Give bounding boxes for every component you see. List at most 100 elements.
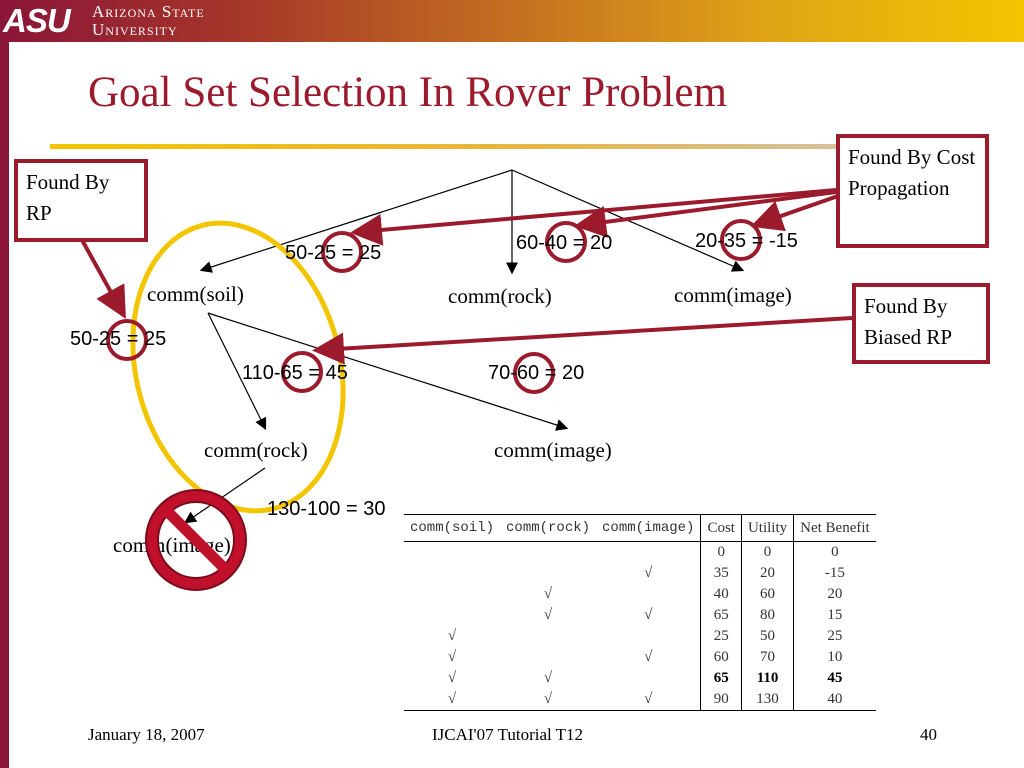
node-soil-image: comm(image) — [494, 438, 612, 462]
node-comm-rock: comm(rock) — [448, 284, 552, 308]
value-rock: 60-40 = 20 — [516, 232, 613, 254]
value-cell: 35 — [700, 563, 742, 584]
value-cell: 40 — [700, 584, 742, 605]
page-number: 40 — [920, 725, 937, 744]
value-cell: 20 — [740, 563, 794, 584]
value-cell: 65 — [700, 605, 742, 626]
value-soil-rock: 110-65 = 45 — [242, 362, 348, 384]
value-cell: 0 — [740, 541, 794, 563]
node-comm-soil: comm(soil) — [147, 282, 244, 306]
title-underline — [50, 144, 850, 149]
table-header-row: comm(soil) comm(rock) comm(image) Cost U… — [404, 514, 876, 542]
goal-check-cell: √ — [543, 586, 553, 602]
value-cell: 25 — [700, 626, 742, 647]
goal-check-cell: √ — [543, 607, 553, 623]
highlight-circle — [513, 352, 555, 394]
value-cell: 25 — [793, 626, 876, 647]
goal-check-cell: √ — [447, 649, 457, 665]
goal-check-cell: √ — [644, 565, 653, 581]
left-accent-bar — [0, 42, 9, 768]
arrow-cost-2 — [574, 190, 837, 238]
edge-soil-rock — [207, 312, 267, 431]
goal-check-cell — [500, 563, 596, 584]
goal-check-cell — [500, 542, 596, 564]
asu-logo: ASU — [3, 2, 71, 39]
col-header: Net Benefit — [793, 514, 876, 542]
value-cell: 110 — [740, 668, 794, 689]
footer-date: January 18, 2007 — [88, 725, 205, 744]
value-soil: 50-25 = 25 — [285, 242, 382, 264]
goal-set-table: comm(soil) comm(rock) comm(image) Cost U… — [404, 514, 876, 711]
col-header: comm(image) — [596, 514, 701, 542]
value-cell: 60 — [740, 584, 794, 605]
value-cell: 0 — [700, 541, 742, 563]
goal-check-cell — [404, 584, 500, 605]
goal-check-cell: √ — [500, 689, 597, 711]
goal-check-cell: √ — [543, 670, 553, 686]
value-soil-rp: 50-25 = 25 — [70, 328, 167, 350]
arrow-cost-3 — [750, 194, 839, 232]
value-cell: 50 — [740, 626, 794, 647]
value-cell: 40 — [793, 689, 876, 711]
node-comm-image: comm(image) — [674, 283, 792, 307]
value-cell: 0 — [793, 541, 876, 563]
goal-check-cell: √ — [447, 628, 457, 644]
col-header: Cost — [700, 514, 742, 542]
callout-found-by-cost-propagation: Found By Cost Propagation — [836, 134, 989, 248]
highlight-circle — [106, 319, 148, 361]
highlight-circle — [545, 221, 587, 263]
goal-check-cell — [596, 542, 701, 564]
value-cell: 20 — [793, 584, 876, 605]
highlight-circle — [720, 219, 762, 261]
goal-check-cell — [404, 605, 500, 626]
col-header: Utility — [740, 514, 794, 542]
header-bar — [0, 0, 1024, 42]
university-line-1: Arizona State — [92, 2, 205, 21]
footer-title: IJCAI'07 Tutorial T12 — [432, 725, 584, 744]
arrow-biased-rp — [312, 316, 853, 365]
value-cell: -15 — [793, 563, 876, 584]
goal-check-cell — [404, 563, 500, 584]
value-cell: 80 — [740, 605, 794, 626]
value-cell: 45 — [793, 668, 876, 689]
callout-found-by-biased-rp: Found By Biased RP — [852, 283, 990, 364]
node-soil-rock: comm(rock) — [204, 438, 308, 462]
value-cell: 70 — [740, 647, 794, 668]
goal-check-cell — [500, 647, 596, 668]
col-header: comm(soil) — [404, 514, 501, 542]
goal-check-cell: √ — [644, 649, 653, 665]
goal-check-cell — [596, 584, 701, 605]
goal-check-cell — [596, 626, 701, 647]
value-soil-image: 70-60 = 20 — [488, 362, 585, 384]
goal-check-cell: √ — [644, 607, 653, 623]
value-image: 20-35 = -15 — [695, 230, 798, 252]
value-cell: 15 — [793, 605, 876, 626]
goal-check-cell: √ — [596, 689, 701, 711]
goal-check-cell: √ — [404, 689, 501, 711]
edge-rock-image — [184, 467, 266, 524]
edge-soil-image — [207, 312, 569, 431]
value-soil-rock-image: 130-100 = 30 — [267, 498, 386, 520]
value-cell: 90 — [700, 689, 742, 711]
value-cell: 10 — [793, 647, 876, 668]
highlight-circle — [281, 351, 323, 393]
value-cell: 60 — [700, 647, 742, 668]
goal-check-cell: √ — [447, 670, 457, 686]
goal-check-cell — [500, 626, 596, 647]
highlight-circle — [321, 231, 363, 273]
university-line-2: University — [92, 20, 178, 39]
callout-found-by-rp: Found By RP — [14, 159, 148, 242]
arrow-rp — [80, 239, 126, 319]
value-cell: 65 — [700, 668, 742, 689]
col-header: comm(rock) — [500, 514, 597, 542]
goal-check-cell — [596, 668, 701, 689]
